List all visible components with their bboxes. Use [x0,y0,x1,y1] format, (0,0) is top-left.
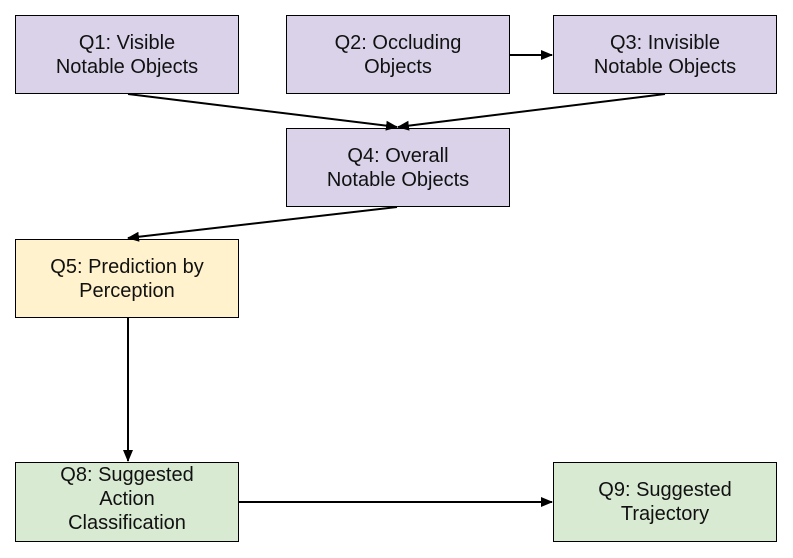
node-q9-suggested-trajectory: Q9: Suggested Trajectory [553,462,777,542]
edge-q1-to-q4 [127,93,398,131]
node-q1-visible-notable-objects: Q1: Visible Notable Objects [15,15,239,94]
edge-q3-to-q4 [397,93,666,131]
node-q2-occluding-objects: Q2: Occluding Objects [286,15,510,94]
node-q3-invisible-notable-objects: Q3: Invisible Notable Objects [553,15,777,94]
edge-q4-to-q5 [127,206,398,242]
node-q5-prediction-by-perception: Q5: Prediction by Perception [15,239,239,318]
node-q4-overall-notable-objects: Q4: Overall Notable Objects [286,128,510,207]
node-q8-suggested-action-classification: Q8: Suggested Action Classification [15,462,239,542]
